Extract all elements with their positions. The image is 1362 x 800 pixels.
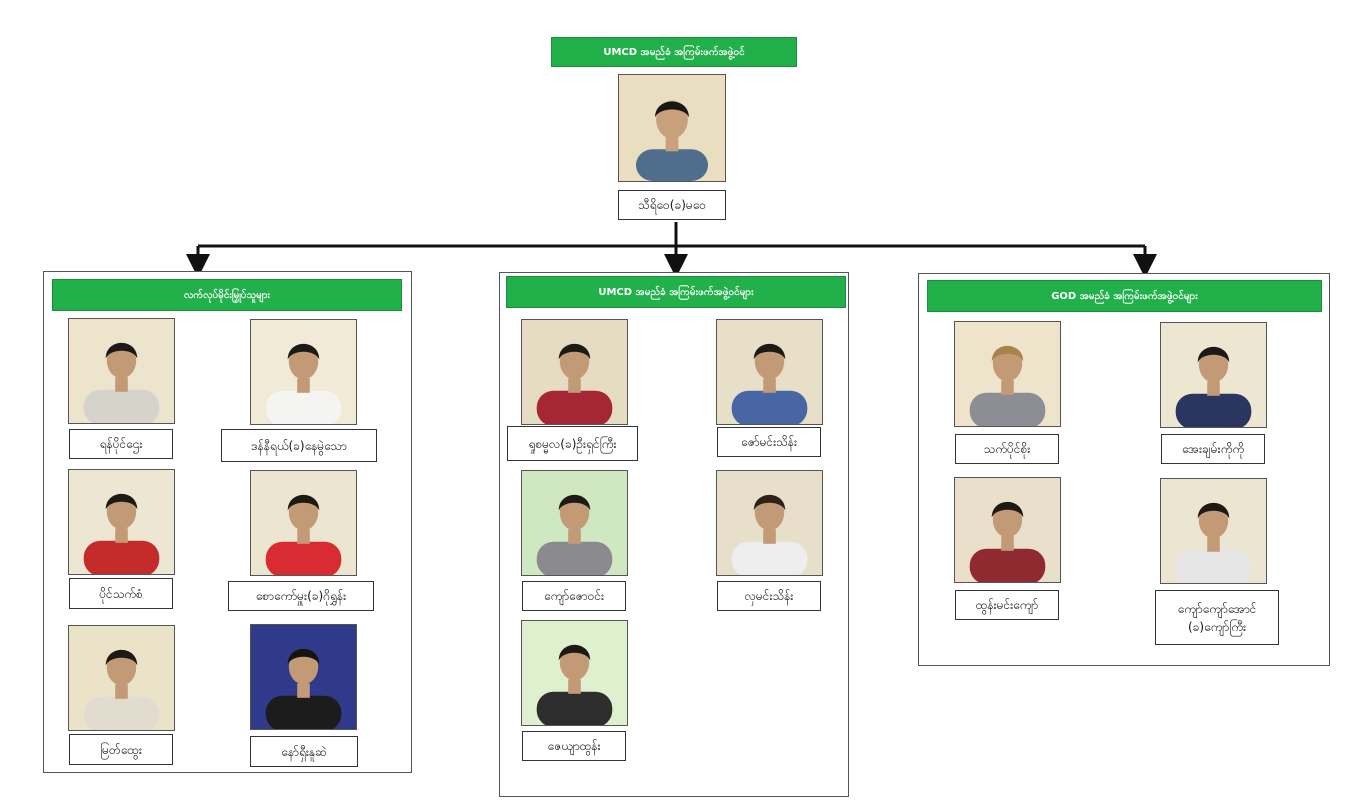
person-photo-icon	[1161, 479, 1266, 583]
member-photo	[716, 319, 823, 425]
person-photo-icon	[955, 322, 1060, 426]
member-name-label: ဒန်နီရယ်(ခ)နေမွဲသော	[221, 429, 377, 462]
member-photo	[250, 470, 357, 576]
member-photo	[68, 625, 175, 731]
member-name-label: ကျော်ဇောဝင်း	[522, 581, 626, 611]
group-header-1: လက်လုပ်မိုင်းမြှုပ်သူများ	[52, 279, 402, 311]
leader-photo	[618, 74, 726, 182]
person-photo-icon	[69, 319, 174, 423]
person-photo-icon	[69, 470, 174, 574]
member-photo	[250, 319, 357, 425]
person-photo-icon	[251, 625, 356, 729]
leader-name-label: သီရိဝေ(ခ)မဝေ	[618, 190, 726, 220]
member-photo	[1160, 322, 1267, 428]
group-header-3: GOD အမည်ခံ အကြမ်းဖက်အဖွဲ့ဝင်များ	[927, 280, 1322, 312]
member-photo	[68, 469, 175, 575]
person-photo-icon	[522, 471, 627, 575]
member-photo	[954, 477, 1061, 583]
person-photo-icon	[251, 320, 356, 424]
member-name-label: လှမင်းသိန်း	[717, 581, 821, 611]
member-photo	[716, 470, 823, 576]
member-name-label: သက်ပိုင်စိုး	[955, 434, 1059, 464]
member-name-label: ရှုစမ္မလ(ခ)ဦးရှင်ကြီး	[507, 426, 638, 461]
member-photo	[521, 319, 628, 425]
person-photo-icon	[955, 478, 1060, 582]
member-photo	[521, 620, 628, 726]
person-photo-icon	[717, 320, 822, 424]
group-header-2: UMCD အမည်ခံ အကြမ်းဖက်အဖွဲ့ဝင်များ	[506, 276, 846, 308]
top-header: UMCD အမည်ခံ အကြမ်းဖက်အဖွဲ့ဝင်	[551, 37, 797, 67]
member-name-label: ထွန်းမင်းကျော်	[955, 590, 1059, 620]
member-photo	[1160, 478, 1267, 584]
person-photo-icon	[522, 320, 627, 424]
member-name-label: ရန်ပိုင်ဌေး	[69, 429, 173, 459]
person-photo-icon	[251, 471, 356, 575]
member-name-label: စောကော်မှူး(ခ)ဂိုရွှန်း	[228, 581, 374, 611]
person-photo-icon	[69, 626, 174, 730]
member-photo	[521, 470, 628, 576]
member-name-label: ဇေယျာထွန်း	[522, 731, 626, 761]
member-name-label: ကျော်ကျော်အောင် (ခ)ကျော်ကြီး	[1155, 590, 1279, 645]
member-name-label: နော်ရှီးနူဆဲ	[250, 736, 358, 767]
person-photo-icon	[522, 621, 627, 725]
member-name-label: မြတ်ထွေး	[69, 734, 173, 765]
person-photo-icon	[717, 471, 822, 575]
member-photo	[954, 321, 1061, 427]
member-name-label: ဇော်မင်းသိန်း	[717, 427, 821, 457]
member-name-label: အေးချမ်းကိုကို	[1161, 434, 1265, 464]
member-name-label: ပိုင်သက်စံ	[69, 578, 173, 609]
person-photo-icon	[619, 75, 725, 181]
person-photo-icon	[1161, 323, 1266, 427]
member-photo	[250, 624, 357, 730]
member-photo	[68, 318, 175, 424]
